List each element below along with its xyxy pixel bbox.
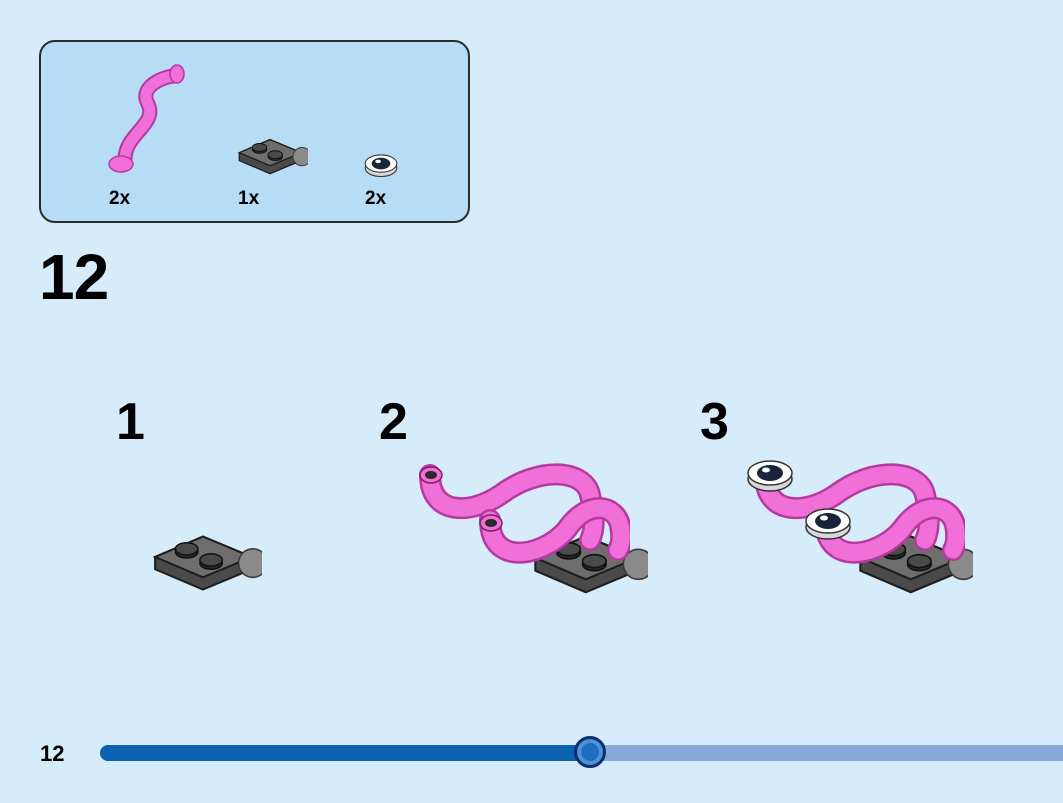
step-number: 12 <box>39 241 109 313</box>
substep-number-2: 2 <box>379 393 408 451</box>
round-eye-tile-icon <box>363 150 399 180</box>
tube-end-icon <box>479 514 503 532</box>
progress-bar-fill <box>100 745 590 761</box>
substep-number-3: 3 <box>700 393 729 451</box>
substep-number-1: 1 <box>116 393 145 451</box>
substep-3-build-illustration <box>745 455 975 605</box>
pink-bent-tube-icon <box>108 64 185 173</box>
part-2-quantity: 1x <box>238 188 260 209</box>
page-number: 12 <box>40 741 65 766</box>
tube-end-icon <box>419 466 443 484</box>
substep-1-build-illustration <box>150 518 262 600</box>
eye-tile-icon <box>745 455 795 495</box>
parts-list-box: 2x 1x 2x <box>39 40 470 223</box>
progress-marker <box>574 736 606 768</box>
part-3-quantity: 2x <box>365 188 387 209</box>
dark-gray-plate-with-ball-icon <box>236 126 308 182</box>
substep-2-build-illustration <box>410 455 640 605</box>
part-1-quantity: 2x <box>109 188 131 209</box>
eye-tile-icon <box>803 503 853 543</box>
